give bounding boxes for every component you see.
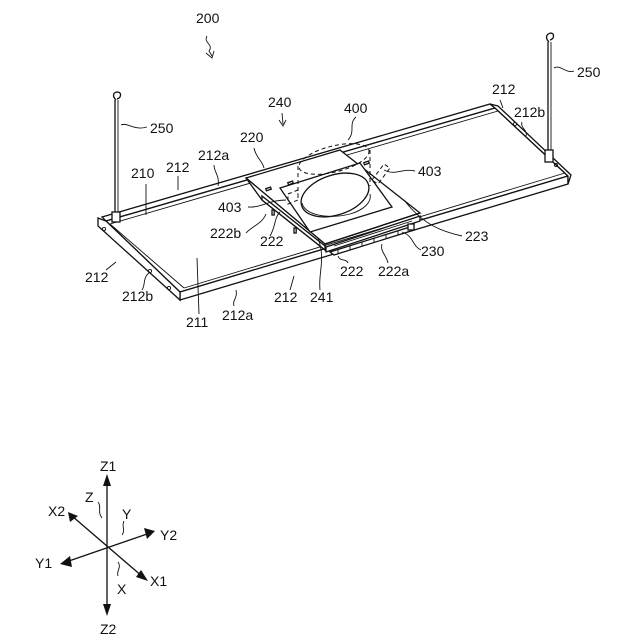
leader-222-bottom bbox=[338, 256, 348, 263]
label-211: 211 bbox=[186, 314, 209, 330]
coordinate-axes bbox=[60, 474, 155, 616]
label-212-left: 212 bbox=[85, 269, 109, 285]
label-240: 240 bbox=[268, 94, 292, 110]
axis-label-y: Y bbox=[122, 506, 132, 522]
figure-number: 200 bbox=[196, 10, 220, 26]
axis-label-y2: Y2 bbox=[160, 527, 177, 543]
leader-250-left bbox=[121, 124, 147, 128]
leader-250-right bbox=[554, 67, 574, 72]
leader-212-top-right bbox=[500, 100, 503, 108]
label-222a: 222a bbox=[378, 263, 409, 279]
label-212-top-left: 212 bbox=[166, 159, 190, 175]
axis-label-y1: Y1 bbox=[35, 555, 52, 571]
axis-label-z: Z bbox=[85, 489, 94, 505]
label-222b: 222b bbox=[210, 225, 241, 241]
label-241: 241 bbox=[310, 289, 334, 305]
leader-212-bottom bbox=[290, 276, 294, 290]
leader-240 bbox=[282, 113, 283, 124]
leader-220 bbox=[254, 148, 264, 168]
hanger-wire-right bbox=[545, 33, 554, 162]
label-250-right: 250 bbox=[577, 64, 601, 80]
axis-label-x: X bbox=[117, 581, 127, 597]
leader-212-left bbox=[106, 262, 116, 270]
axis-label-z1: Z1 bbox=[100, 458, 117, 474]
leader-222a bbox=[382, 244, 388, 263]
axis-label-x1: X1 bbox=[150, 573, 167, 589]
label-212b-left: 212b bbox=[122, 288, 153, 304]
label-223: 223 bbox=[465, 228, 489, 244]
label-220: 220 bbox=[240, 129, 264, 145]
label-403-left: 403 bbox=[218, 199, 242, 215]
leader-230 bbox=[402, 232, 421, 250]
label-212-bottom: 212 bbox=[274, 289, 298, 305]
figure-number-arrow bbox=[206, 36, 212, 56]
leader-212a-bottom bbox=[234, 290, 237, 306]
label-222-left: 222 bbox=[260, 233, 284, 249]
label-212a-top-left: 212a bbox=[198, 147, 229, 163]
label-222-bottom: 222 bbox=[340, 263, 364, 279]
plate-slot bbox=[272, 210, 274, 215]
label-210: 210 bbox=[131, 165, 155, 181]
leader-400 bbox=[348, 117, 356, 140]
axis-label-z2: Z2 bbox=[100, 621, 117, 637]
label-403-right: 403 bbox=[418, 163, 442, 179]
axis-label-x2: X2 bbox=[48, 503, 65, 519]
label-230: 230 bbox=[421, 243, 445, 259]
label-400: 400 bbox=[344, 100, 368, 116]
plate-slot bbox=[294, 228, 296, 233]
rail-end-block bbox=[408, 224, 414, 230]
label-212b-top-right: 212b bbox=[514, 104, 545, 120]
hanger-wire-left bbox=[112, 92, 121, 222]
label-250-left: 250 bbox=[150, 120, 174, 136]
label-212-top-right: 212 bbox=[492, 81, 516, 97]
label-212a-bottom: 212a bbox=[222, 307, 253, 323]
